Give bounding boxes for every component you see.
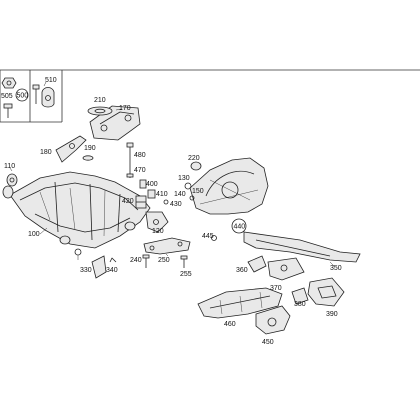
callout-circle-440	[231, 218, 247, 234]
callout-130: 130	[178, 175, 190, 182]
washer-190	[82, 155, 94, 161]
bolt-470	[126, 162, 134, 178]
callout-150: 150	[192, 188, 204, 195]
clip-150	[189, 195, 195, 201]
callout-240: 240	[130, 257, 142, 264]
callout-500: 500	[17, 93, 29, 100]
callout-360: 360	[236, 267, 248, 274]
callout-180: 180	[40, 149, 52, 156]
reservoir-220	[190, 161, 202, 171]
callout-330: 330	[80, 267, 92, 274]
callout-250: 250	[158, 257, 170, 264]
callout-210: 210	[94, 97, 106, 104]
callout-410: 410	[156, 191, 168, 198]
callout-510: 510	[45, 77, 57, 84]
lower-rail-460	[197, 287, 283, 319]
callout-340: 340	[106, 267, 118, 274]
bolt-255	[180, 255, 188, 268]
callout-470: 470	[134, 167, 146, 174]
rubber-block-420	[135, 195, 147, 209]
nut-icon	[1, 77, 17, 89]
bolt-icon	[3, 103, 13, 118]
front-subframe	[2, 171, 151, 260]
mount-410	[147, 189, 156, 199]
bolt-430	[163, 199, 169, 205]
callout-190: 190	[84, 145, 96, 152]
member-370	[267, 257, 305, 281]
callout-255: 255	[180, 271, 192, 278]
callout-circle-500	[15, 88, 29, 102]
callout-140: 140	[174, 191, 186, 198]
callout-505: 505	[1, 93, 13, 100]
callout-430: 430	[170, 201, 182, 208]
bolt-240	[142, 254, 150, 268]
bolt-445	[211, 235, 217, 241]
callout-370: 370	[270, 285, 282, 292]
callout-450: 450	[262, 339, 274, 346]
inset-hardware-box: 505 500 510	[0, 69, 420, 123]
callout-440: 440	[234, 224, 246, 231]
clip-130	[184, 182, 192, 190]
callout-445: 445	[202, 233, 214, 240]
bolt-480	[126, 142, 134, 162]
callout-110: 110	[4, 163, 15, 170]
callout-420: 420	[122, 198, 134, 205]
rail-350	[243, 231, 361, 263]
clip-340	[109, 257, 117, 263]
stud-clip-icon	[32, 84, 55, 108]
bracket-380	[291, 287, 309, 305]
bracket-180	[55, 135, 87, 163]
bracket-330	[91, 255, 107, 279]
mount-400	[139, 179, 147, 189]
callout-220: 220	[188, 155, 200, 162]
insulator-210	[87, 106, 113, 116]
end-piece-390	[307, 277, 345, 307]
callout-100: 100	[28, 231, 40, 238]
callout-460: 460	[224, 321, 236, 328]
bracket-450	[255, 305, 291, 335]
bracket-120	[145, 211, 169, 233]
callout-170: 170	[119, 105, 131, 112]
callout-380: 380	[294, 301, 306, 308]
wheelhouse-panel	[189, 157, 269, 215]
callout-120: 120	[152, 228, 164, 235]
lower-bracket-250	[143, 237, 191, 255]
callout-350: 350	[330, 265, 342, 272]
callout-480: 480	[134, 152, 146, 159]
callout-390: 390	[326, 311, 338, 318]
callout-400: 400	[146, 181, 158, 188]
bracket-360	[247, 255, 267, 273]
